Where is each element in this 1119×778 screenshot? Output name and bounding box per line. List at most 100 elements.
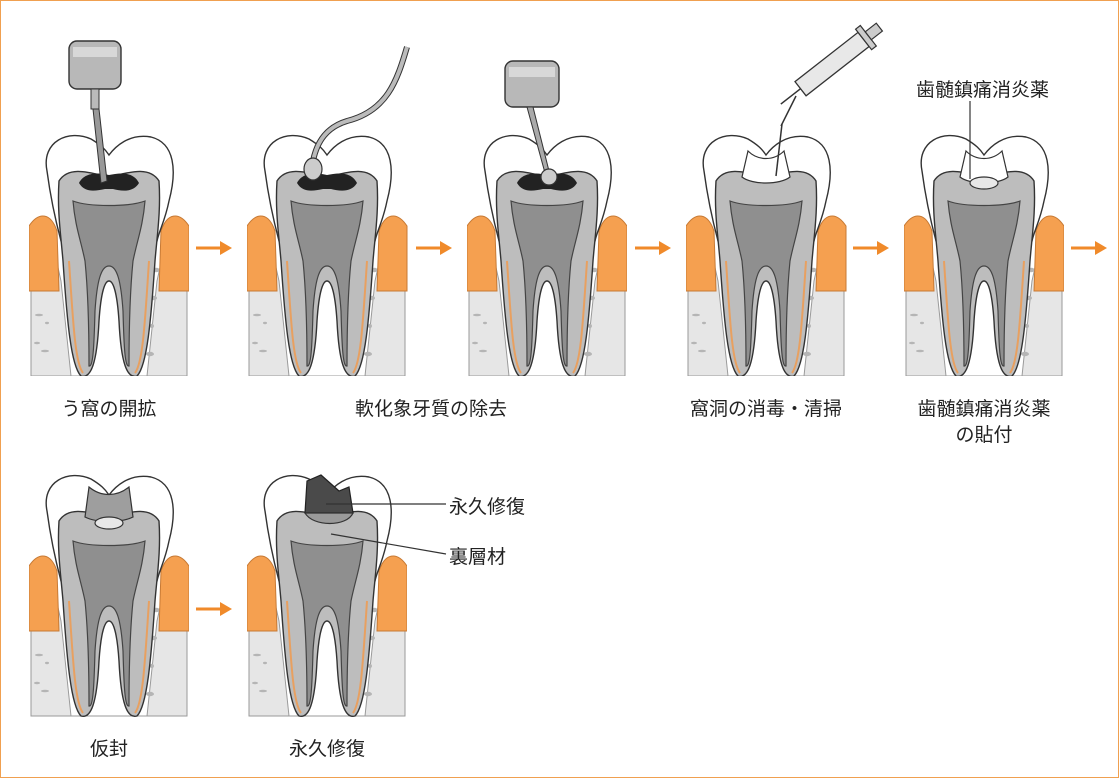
handpiece-icon [69,41,121,89]
tooth-step-6-temporary-seal [29,471,189,721]
bone-pore [702,322,706,324]
arrow-right-icon [416,240,452,256]
bone-pore [259,690,267,692]
bone-pore [253,314,261,316]
tooth [686,136,846,376]
bone-pore [584,352,592,356]
bone-pore [35,314,43,316]
arrow-right-icon [196,601,232,617]
bone-pore [698,350,706,352]
arrow-right-icon [853,240,889,256]
caption-step-5-line-1: 歯髄鎮痛消炎薬 [894,396,1074,422]
bone-pore [45,322,49,324]
bone-pore [35,654,43,656]
decay-icon [79,173,139,190]
bone-pore [150,664,154,668]
bone-pore [34,682,40,684]
tooth-step-1-cavity-opening [29,21,189,376]
syringe-needle [781,89,801,104]
gum-left-icon [686,216,716,291]
bone-pore [368,324,372,328]
arrow-right-icon [196,240,232,256]
gum-right-icon [1034,216,1064,291]
bone-pore [364,352,372,356]
needle-icon [781,96,796,126]
gum-right-icon [816,216,846,291]
gum-right-icon [597,216,627,291]
callout-base-material: 裏層材 [449,542,506,569]
bone-pore [807,324,811,328]
handpiece-shine [73,47,117,57]
caption-step-2-3: 軟化象牙質の除去 [301,396,561,422]
gum-right-icon [377,556,407,631]
temporary-seal-icon [85,487,133,522]
bone-pore [1025,324,1029,328]
bone-pore [41,350,49,352]
gum-left-icon [904,216,934,291]
caption-step-4: 窩洞の消毒・清掃 [666,396,866,422]
bone-pore [588,324,592,328]
handpiece-icon [505,61,559,107]
bone-pore [473,314,481,316]
tooth-step-5-medicament [904,61,1064,376]
bone-pore [150,324,154,328]
bone-pore [253,654,261,656]
round-bur-icon [541,169,557,185]
gum-right-icon [377,216,407,291]
syringe-icon [773,17,888,114]
medicament-pellet-icon [970,177,998,189]
tooth-step-4-disinfection [686,16,896,376]
caption-step-5-line-2: の貼付 [894,422,1074,448]
gum-left-icon [247,216,277,291]
bone-pore [909,342,915,344]
bur-shank [91,89,99,109]
handpiece-shine [509,67,555,77]
bone-pore [920,322,924,324]
callout-leader-lines [301,491,451,561]
gum-left-icon [467,216,497,291]
arrow-right-icon [635,240,671,256]
bone-pore [263,322,267,324]
tooth-step-2-excavation [247,41,422,376]
bone-pore [916,350,924,352]
medicament-pellet-icon [95,517,123,529]
tooth [29,136,189,376]
caption-step-1: う窩の開拡 [29,396,189,422]
bone-pore [1021,352,1029,356]
bone-pore [479,350,487,352]
bone-pore [41,690,49,692]
bone-pore [263,662,267,664]
bone-pore [364,692,372,696]
tooth [29,476,189,717]
excavator-tip [304,158,322,180]
bone-pore [803,352,811,356]
bone-pore [146,692,154,696]
bone-pore [910,314,918,316]
bone-pore [252,682,258,684]
caption-step-5: 歯髄鎮痛消炎薬 の貼付 [894,396,1074,448]
bone-pore [483,322,487,324]
tooth [904,136,1064,376]
arrow-right-icon [1071,240,1107,256]
gum-right-icon [159,216,189,291]
bone-pore [472,342,478,344]
bone-pore [259,350,267,352]
gum-left-icon [247,556,277,631]
bone-pore [146,352,154,356]
gum-left-icon [29,216,59,291]
bone-pore [252,342,258,344]
gum-right-icon [159,556,189,631]
medicament-top-label: 歯髄鎮痛消炎薬 [916,75,1049,102]
tooth-step-3-softened-dentin-removal [467,51,627,376]
bone-pore [691,342,697,344]
tooth [247,136,407,376]
caption-step-7: 永久修復 [247,736,407,762]
bone-pore [368,664,372,668]
callout-permanent-restoration: 永久修復 [449,492,525,519]
bone-pore [45,662,49,664]
syringe-barrel [795,32,869,95]
bone-pore [34,342,40,344]
caption-step-6: 仮封 [29,736,189,762]
gum-left-icon [29,556,59,631]
